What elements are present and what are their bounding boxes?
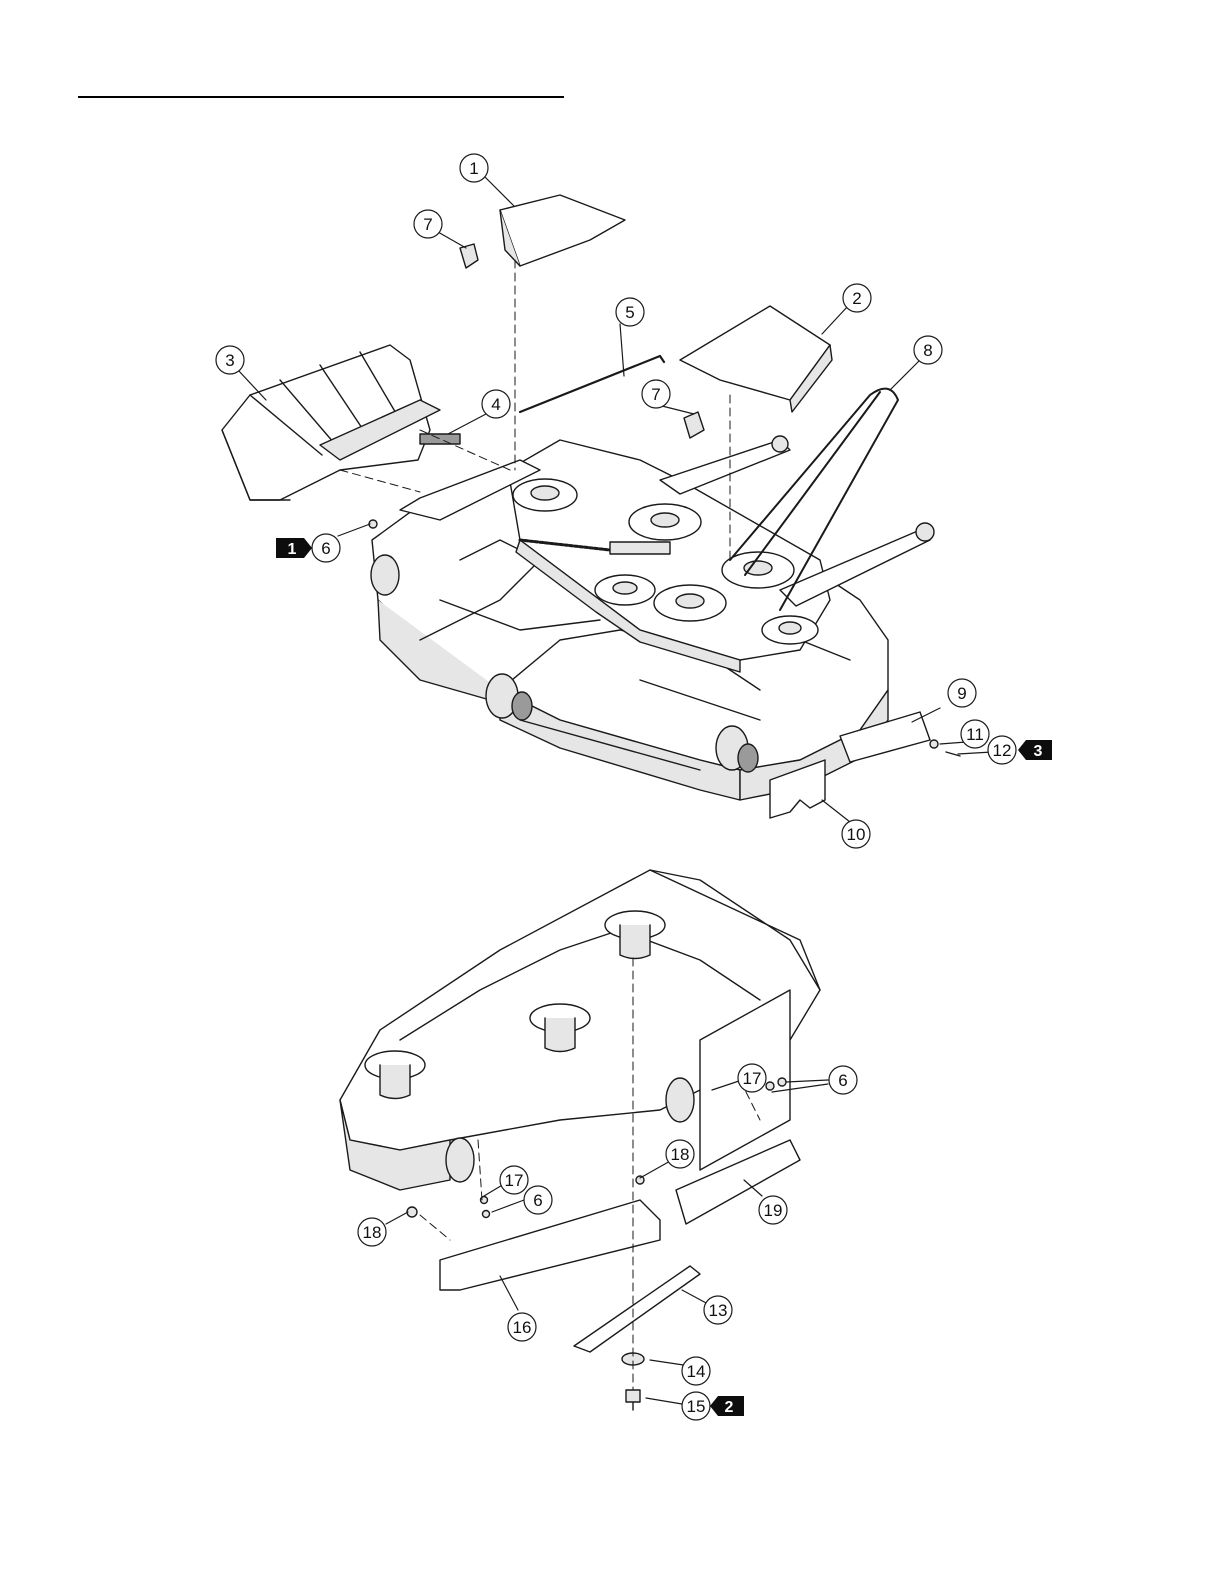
callout-12: 12: [988, 736, 1016, 764]
nut-part-6-right-a: [778, 1078, 786, 1086]
svg-text:9: 9: [957, 684, 966, 703]
callout-4: 4: [482, 390, 510, 418]
callout-3: 3: [216, 346, 244, 374]
underside-wheel-left: [446, 1138, 474, 1182]
svg-text:2: 2: [852, 289, 861, 308]
callout-9: 9: [948, 679, 976, 707]
svg-text:6: 6: [838, 1071, 847, 1090]
svg-text:17: 17: [505, 1171, 524, 1190]
svg-text:18: 18: [671, 1145, 690, 1164]
carriage-bolt-18-right: [636, 1176, 644, 1184]
chute-rod: [520, 356, 664, 412]
front-belt-cover: [500, 195, 625, 266]
callout-11: 11: [961, 720, 989, 748]
svg-text:7: 7: [423, 215, 432, 234]
svg-text:3: 3: [225, 351, 234, 370]
callout-18-right: 18: [666, 1140, 694, 1168]
svg-text:8: 8: [923, 341, 932, 360]
nut-part-6-right-b: [766, 1082, 774, 1090]
baffle-part-16: [440, 1200, 660, 1290]
washer-part-11: [930, 740, 938, 748]
tension-spring: [610, 542, 670, 554]
callout-2: 2: [843, 284, 871, 312]
svg-text:1: 1: [288, 541, 297, 558]
nut-6-left: [483, 1211, 490, 1218]
callout-14: 14: [682, 1357, 710, 1385]
note-flag-2: 2: [710, 1396, 744, 1416]
note-flag-1: 1: [276, 538, 312, 558]
svg-text:15: 15: [687, 1397, 706, 1416]
callout-18-left: 18: [358, 1218, 386, 1246]
blade-bolt: [626, 1390, 640, 1410]
svg-text:7: 7: [651, 385, 660, 404]
callout-6-lower-right: 6: [829, 1066, 857, 1094]
svg-text:4: 4: [491, 395, 500, 414]
callout-1: 1: [460, 154, 488, 182]
svg-text:11: 11: [966, 725, 984, 744]
svg-text:2: 2: [725, 1399, 734, 1416]
svg-text:17: 17: [743, 1069, 762, 1088]
rear-belt-cover: [680, 306, 832, 412]
callout-10: 10: [842, 820, 870, 848]
callout-5: 5: [616, 298, 644, 326]
svg-text:10: 10: [847, 825, 866, 844]
callout-7-upper: 7: [414, 210, 442, 238]
cover-knob-lower: [684, 412, 704, 438]
callout-6-lower-left: 6: [524, 1186, 552, 1214]
svg-text:1: 1: [469, 159, 478, 178]
callout-19: 19: [759, 1196, 787, 1224]
svg-text:6: 6: [321, 539, 330, 558]
svg-text:6: 6: [533, 1191, 542, 1210]
svg-text:16: 16: [513, 1318, 532, 1337]
note-flag-3: 3: [1018, 740, 1052, 760]
svg-text:12: 12: [993, 741, 1012, 760]
svg-text:3: 3: [1034, 743, 1043, 760]
svg-text:13: 13: [709, 1301, 728, 1320]
callout-15: 15: [682, 1392, 710, 1420]
cover-knob-upper: [460, 244, 478, 268]
callout-8: 8: [914, 336, 942, 364]
svg-text:5: 5: [625, 303, 634, 322]
callout-7-lower: 7: [642, 380, 670, 408]
callout-6-upper: 6: [312, 534, 340, 562]
cutter-blade: [574, 1266, 700, 1352]
chute-spring: [420, 434, 460, 444]
underside-wheel-right: [666, 1078, 694, 1122]
svg-text:19: 19: [764, 1201, 783, 1220]
callout-17-left: 17: [500, 1166, 528, 1194]
svg-text:18: 18: [363, 1223, 382, 1242]
callout-16: 16: [508, 1313, 536, 1341]
svg-text:14: 14: [687, 1362, 706, 1381]
callout-13: 13: [704, 1296, 732, 1324]
callout-17-right: 17: [738, 1064, 766, 1092]
discharge-chute: [222, 345, 440, 500]
